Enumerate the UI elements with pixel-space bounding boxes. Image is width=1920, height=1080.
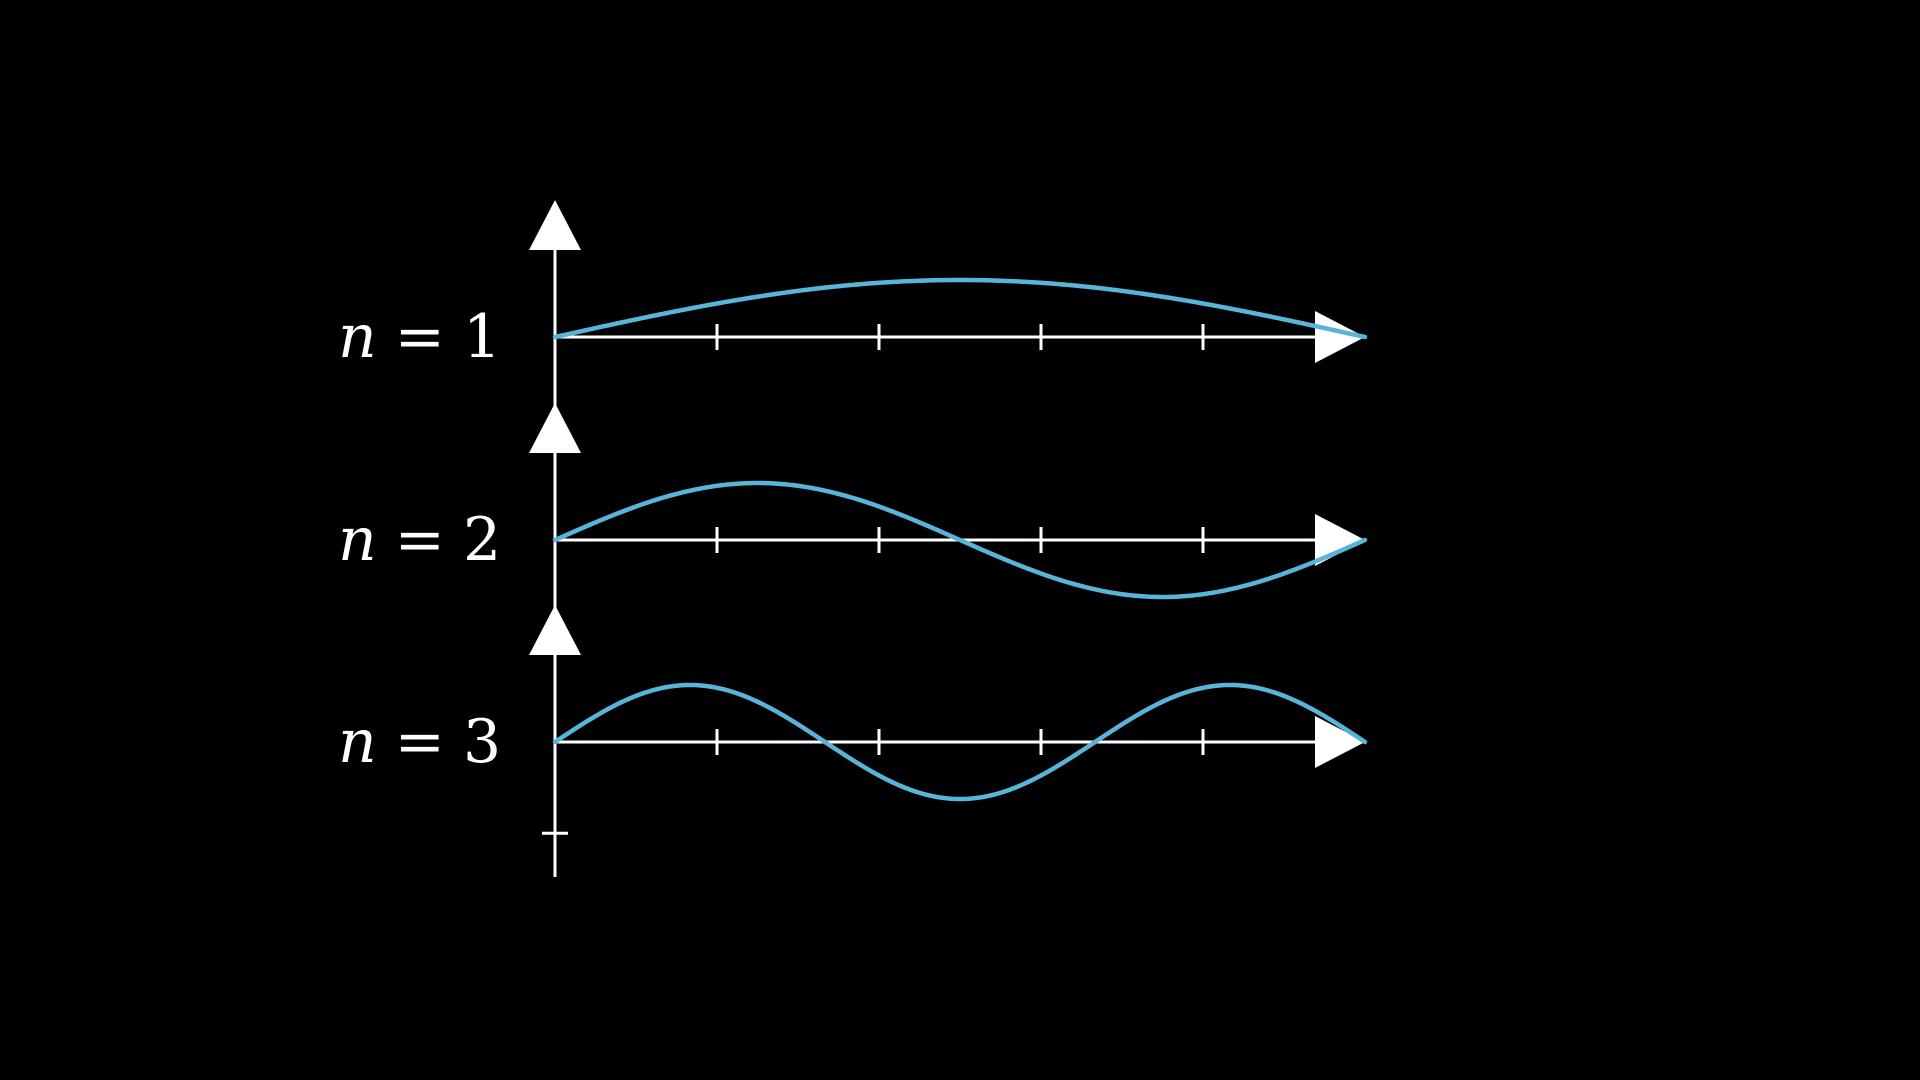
label-operator: =: [395, 302, 445, 372]
label-value: 3: [463, 707, 501, 777]
mode-curve-n2: [552, 480, 1368, 600]
panels-group: n = 1 n = 2 n = 3: [338, 200, 1368, 877]
y-axis-arrowhead: [529, 403, 581, 453]
mode-curve-n3: [552, 682, 1368, 802]
y-axis-arrowhead: [529, 200, 581, 250]
mode-label-n2: n = 2: [338, 505, 501, 575]
x-axis-arrowhead: [1315, 311, 1365, 363]
label-variable: n: [338, 302, 377, 372]
label-variable: n: [338, 707, 377, 777]
label-operator: =: [395, 707, 445, 777]
y-axis-arrowhead: [529, 605, 581, 655]
label-value: 2: [463, 505, 501, 575]
x-axis-arrowhead: [1315, 716, 1365, 768]
mode-curve-n1: [552, 277, 1368, 340]
label-operator: =: [395, 505, 445, 575]
mode-label-n1: n = 1: [338, 302, 501, 372]
x-axis-arrowhead: [1315, 514, 1365, 566]
label-value: 1: [463, 302, 501, 372]
mode-label-n3: n = 3: [338, 707, 501, 777]
label-variable: n: [338, 505, 377, 575]
